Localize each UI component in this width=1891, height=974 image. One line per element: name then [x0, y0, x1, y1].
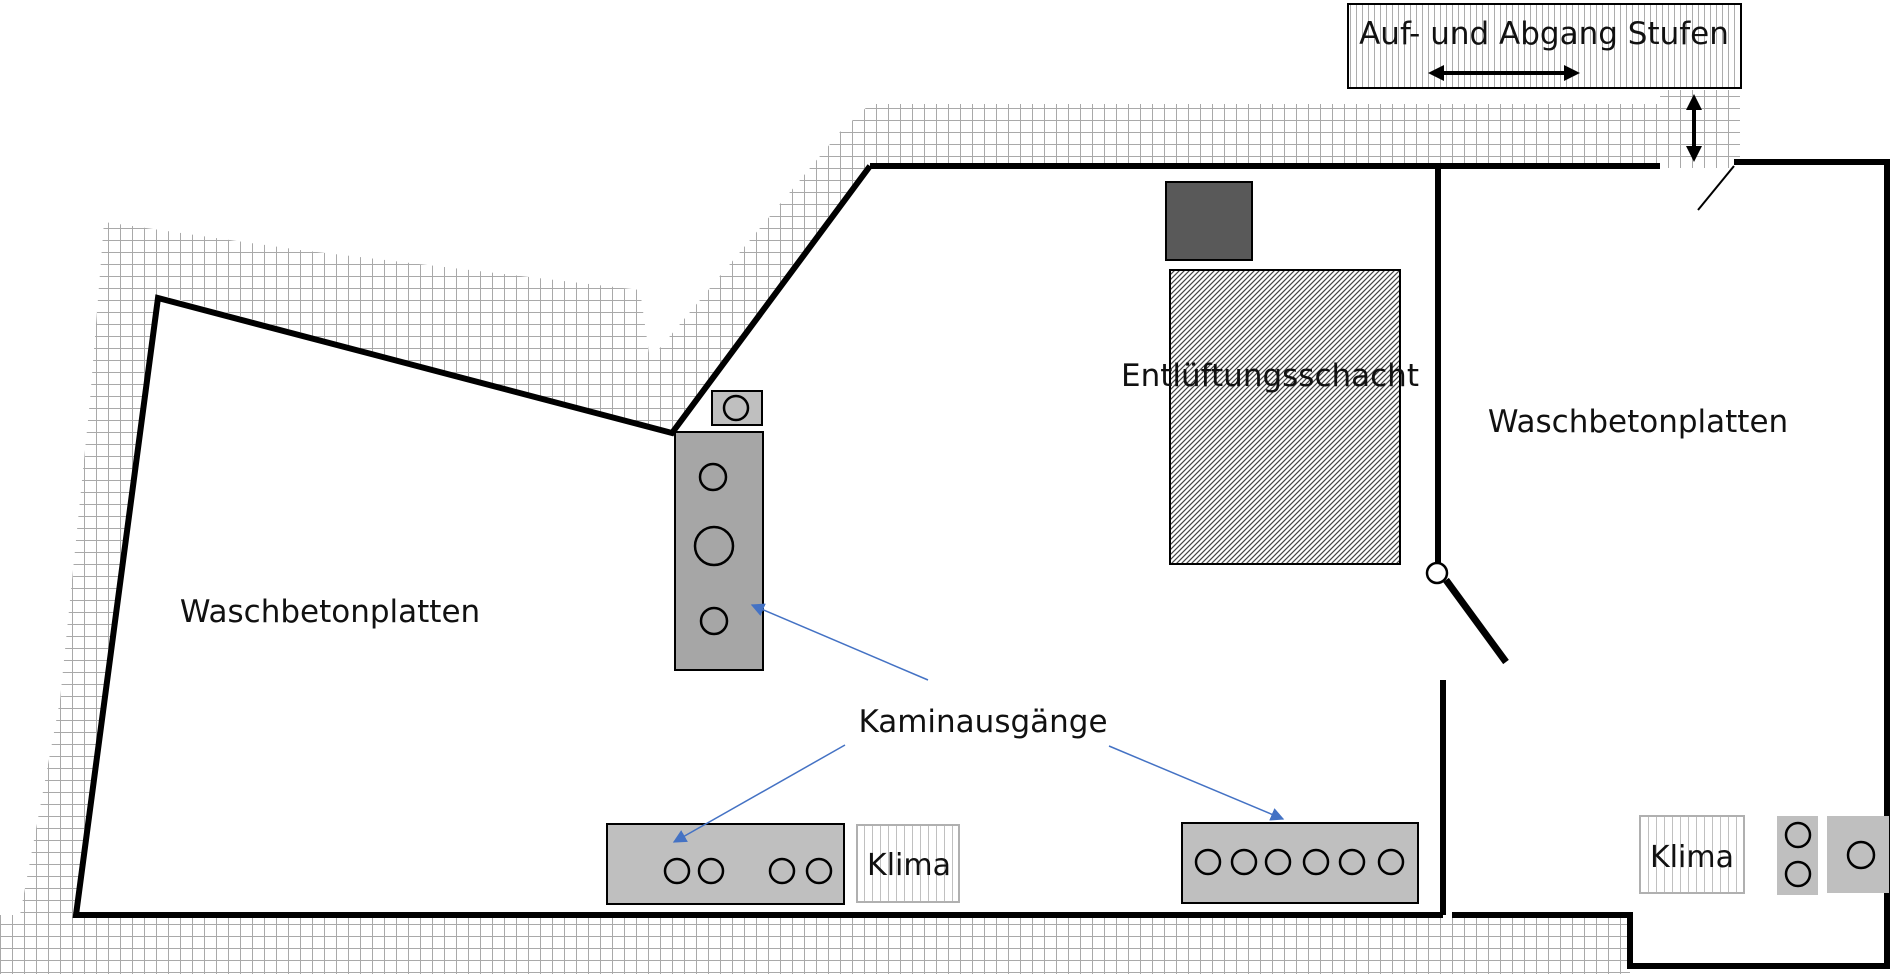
arrow-head-right-icon [1564, 65, 1580, 81]
arrow-head-down-icon [1686, 146, 1702, 162]
flue [1264, 848, 1292, 876]
flue [1230, 848, 1258, 876]
gravel-border [0, 90, 1740, 974]
arrow-to-west-stack [750, 603, 929, 681]
chimney-block-pair [1777, 816, 1818, 895]
dark-block [1165, 181, 1253, 261]
chimney-group-south-right [1181, 822, 1419, 904]
arrow-head-left-icon [1428, 65, 1444, 81]
door-swing-north [1697, 165, 1735, 211]
flue [699, 606, 729, 636]
chimney-block-tall [674, 431, 764, 671]
walls [72, 159, 1890, 969]
stairs-label: Auf- und Abgang Stufen [1359, 16, 1729, 52]
flue [1302, 848, 1330, 876]
ac-unit-left [856, 824, 960, 903]
flue [693, 525, 735, 567]
flue [768, 857, 796, 885]
flue [805, 857, 833, 885]
flue [1846, 840, 1876, 870]
wall-west [72, 164, 1443, 918]
chimney-exits-label: Kaminausgänge [858, 704, 1107, 740]
arrow-to-south-left [672, 744, 846, 843]
flue [1784, 821, 1812, 849]
flue [722, 394, 750, 422]
chimney-group-south-left [606, 823, 845, 905]
flue [1194, 848, 1222, 876]
stairs: Auf- und Abgang Stufen [1347, 3, 1742, 162]
ac-unit-right-label: Klima [1650, 840, 1734, 875]
flue [698, 462, 728, 492]
chimney-block-single [1827, 816, 1889, 893]
vent-shaft [1169, 269, 1401, 565]
flue [1377, 848, 1405, 876]
arrow-head-up-icon [1686, 94, 1702, 110]
vent-shaft-label: Entlüftungsschacht [1121, 358, 1419, 394]
arrow-to-south-right [1108, 745, 1285, 821]
flue [1338, 848, 1366, 876]
door-leaf [1443, 577, 1509, 665]
flue [1784, 860, 1812, 888]
chimney-block [1181, 822, 1419, 904]
paving-right-label: Waschbetonplatten [1488, 404, 1788, 440]
flue [697, 857, 725, 885]
chimney-group-west [674, 390, 764, 671]
chimney-block [606, 823, 845, 905]
paving-left-label: Waschbetonplatten [180, 594, 480, 630]
chimney-group-east [1777, 816, 1889, 895]
flue [663, 857, 691, 885]
wall-east [1452, 159, 1890, 969]
door-hinge [1425, 561, 1449, 585]
ac-unit-right [1639, 815, 1745, 894]
annotation-arrows [672, 603, 1285, 843]
ac-unit-left-label: Klima [867, 848, 951, 883]
